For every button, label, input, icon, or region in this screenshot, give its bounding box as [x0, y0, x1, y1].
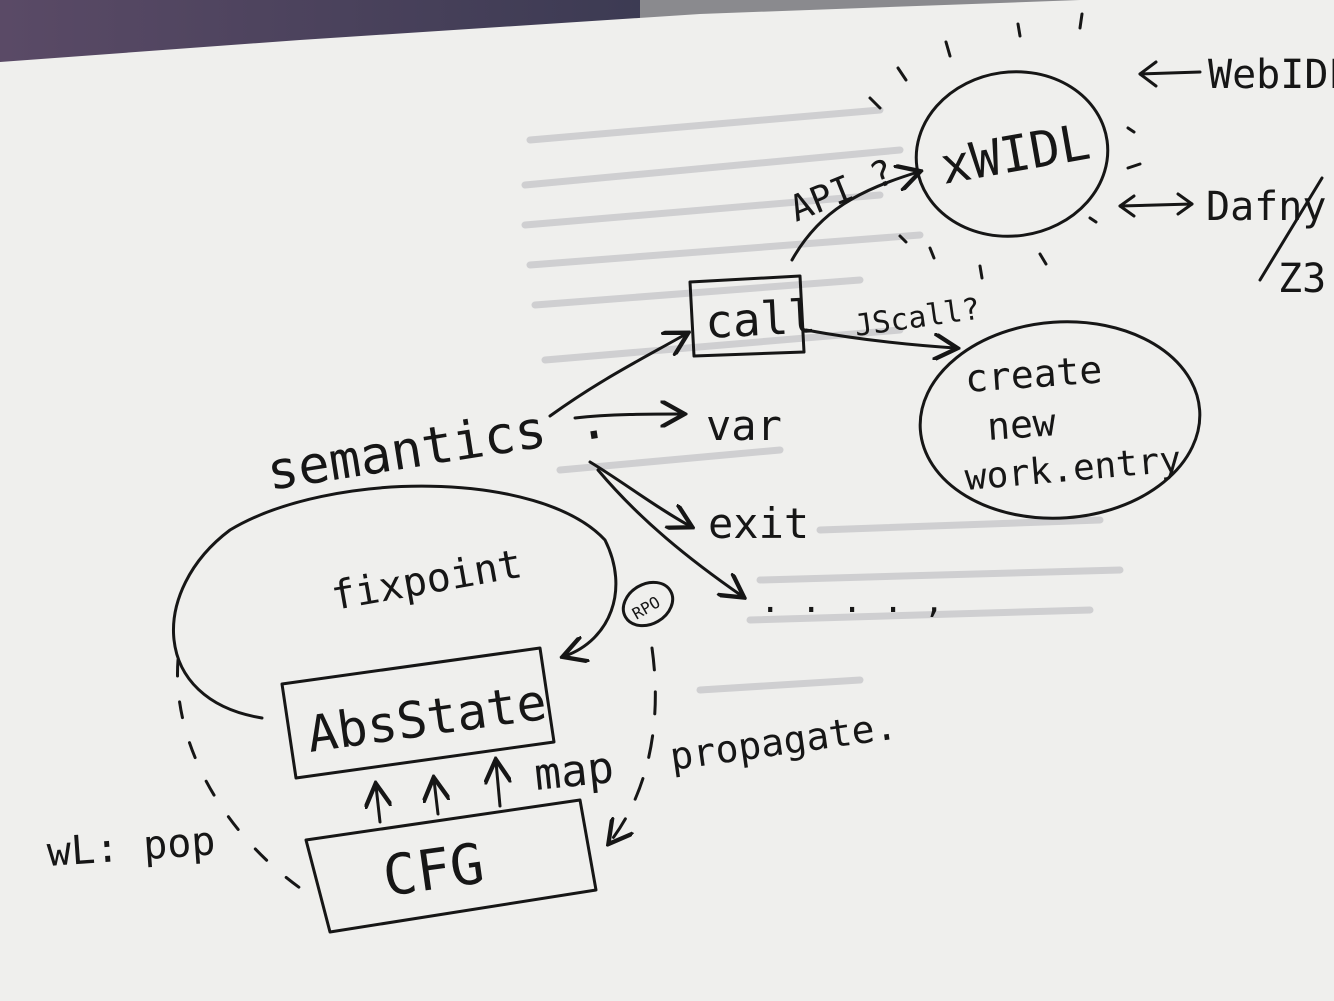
dafny-label: Dafny: [1206, 184, 1326, 230]
dafny-arrowhead-left: [1118, 194, 1136, 218]
semantics-to-call-arrow: [548, 334, 686, 418]
webidl-arrowhead: [1138, 60, 1158, 88]
jscall-arrow: [804, 328, 955, 348]
semantics-to-more-arrow: [596, 468, 742, 596]
var-label: var: [706, 401, 782, 450]
api-arrow: [790, 172, 918, 262]
absstate-node-box: [280, 646, 556, 780]
create-label-line2: new: [986, 400, 1058, 449]
rpo-circle: [621, 580, 675, 628]
z3-label: Z3: [1278, 256, 1326, 302]
fixpoint-loop-arrow: [172, 484, 618, 720]
semantics-to-exit-arrow: [588, 460, 690, 526]
map-label: map: [532, 742, 616, 801]
propagate-dashed-arrow: [610, 646, 657, 842]
exit-label: exit: [708, 499, 809, 548]
webidl-arrow: [1138, 70, 1202, 76]
call-label: call: [704, 289, 817, 349]
semantics-to-var-arrow: [573, 414, 682, 418]
cfg-node-box: [304, 798, 598, 934]
dafny-arrowhead-right: [1176, 192, 1194, 216]
call-node-box: [688, 274, 806, 358]
map-arrow-3: [496, 762, 500, 808]
map-arrow-1: [376, 786, 380, 824]
xwidl-rays: [868, 12, 1142, 280]
cfg-label: CFG: [379, 831, 488, 909]
map-arrow-2: [434, 780, 438, 816]
dafny-double-arrow: [1118, 202, 1194, 208]
create-label-line1: create: [964, 348, 1104, 401]
create-entry-node-circle: [918, 320, 1202, 520]
worklist-dashed-curve: [175, 658, 302, 890]
ellipsis-label: . . . . ,: [760, 581, 944, 621]
dafny-z3-slash: [1258, 176, 1324, 282]
webidl-label: WebIDL: [1208, 52, 1334, 98]
